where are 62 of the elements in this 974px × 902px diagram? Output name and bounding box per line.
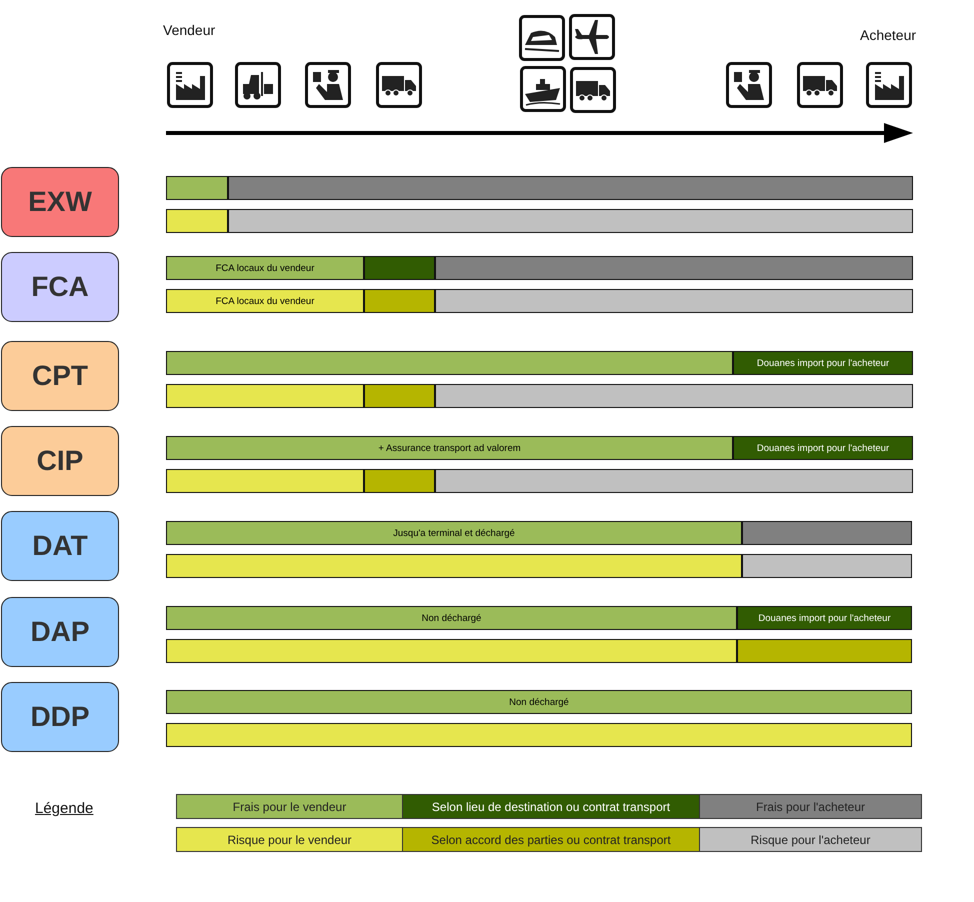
bar-segment — [166, 469, 364, 493]
legend-entry: Frais pour l'acheteur — [699, 794, 922, 819]
bar-segment — [364, 289, 435, 313]
bar-segment — [228, 176, 913, 200]
legend-entry: Selon accord des parties ou contrat transport — [402, 827, 700, 852]
legend-entry: Selon lieu de destination ou contrat transport — [402, 794, 700, 819]
bar-segment — [733, 436, 913, 460]
incoterm-box — [1, 167, 119, 237]
incoterm-code: DAT — [32, 530, 88, 562]
segment-label: Jusqu'a terminal et déchargé — [393, 528, 515, 538]
bar-segment — [228, 209, 913, 233]
segment-label: FCA locaux du vendeur — [216, 296, 314, 306]
bar-segment — [435, 384, 913, 408]
segment-label: Douanes import pour l'acheteur — [756, 358, 890, 368]
incoterm-code: CIP — [36, 445, 84, 477]
bar-segment — [166, 606, 737, 630]
legend-title: Légende — [35, 800, 94, 817]
incoterm-code: CPT — [32, 360, 88, 392]
segment-label: + Assurance transport ad valorem — [378, 442, 521, 454]
bar-segment — [435, 256, 913, 280]
bar-segment — [166, 521, 742, 545]
bar-segment — [166, 554, 742, 578]
incoterm-code: DDP — [30, 701, 90, 733]
bar-segment — [435, 469, 913, 493]
segment-label: Non déchargé — [422, 612, 482, 624]
bar-segment — [166, 289, 364, 313]
incoterm-code: DAP — [30, 616, 90, 648]
incoterm-code: EXW — [28, 186, 92, 218]
legend-entry: Frais pour le vendeur — [176, 794, 403, 819]
incoterm-box — [1, 426, 119, 496]
bar-segment — [166, 176, 228, 200]
bar-segment — [166, 384, 364, 408]
bar-segment — [166, 639, 737, 663]
bar-segment — [742, 521, 912, 545]
incoterm-box — [1, 597, 119, 667]
segment-label: FCA locaux du vendeur — [216, 262, 314, 274]
bar-segment — [737, 639, 912, 663]
bar-segment — [364, 469, 435, 493]
incoterm-box — [1, 252, 119, 322]
party-label: Acheteur — [860, 27, 916, 43]
legend-entry: Risque pour le vendeur — [176, 827, 403, 852]
incoterm-box — [1, 511, 119, 581]
bar-segment — [364, 384, 435, 408]
bar-segment — [166, 209, 228, 233]
party-label: Vendeur — [163, 22, 216, 38]
bar-segment — [742, 554, 912, 578]
segment-label: Non déchargé — [509, 696, 569, 708]
bar-segment — [166, 256, 364, 280]
bar-segment — [364, 256, 435, 280]
bar-segment — [166, 436, 733, 460]
legend-entry: Risque pour l'acheteur — [699, 827, 922, 852]
bar-segment — [166, 690, 912, 714]
incoterm-box — [1, 341, 119, 411]
bar-segment — [166, 723, 912, 747]
incoterm-code: FCA — [31, 271, 89, 303]
segment-label: Douanes import pour l'acheteur — [756, 442, 890, 454]
segment-label: Douanes import pour l'acheteur — [758, 612, 891, 624]
incoterm-box — [1, 682, 119, 752]
bar-segment — [733, 351, 913, 375]
bar-segment — [737, 606, 912, 630]
bar-segment — [435, 289, 913, 313]
bar-segment — [166, 351, 733, 375]
